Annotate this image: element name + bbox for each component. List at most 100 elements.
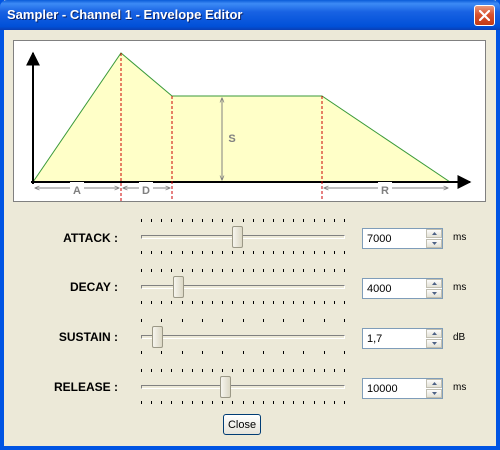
slider-tick	[141, 351, 142, 354]
slider-tick	[201, 251, 203, 254]
slider-tick	[313, 269, 315, 272]
slider-tick	[171, 269, 173, 272]
slider-tick	[323, 219, 325, 222]
attack-graph-label: A	[73, 185, 81, 197]
slider-tick	[161, 351, 163, 354]
slider-tick	[303, 351, 305, 354]
decay-input[interactable]	[363, 279, 425, 298]
decay-label: DECAY :	[69, 280, 118, 294]
release-spinbox[interactable]	[362, 378, 443, 399]
release-spin-up-button[interactable]	[426, 379, 442, 388]
attack-spin-up-button[interactable]	[426, 229, 442, 238]
slider-tick	[232, 269, 234, 272]
release-spin-down-button[interactable]	[426, 389, 442, 398]
caret-down-icon	[432, 242, 437, 245]
sustain-ticks-top	[141, 319, 345, 323]
envelope-graph[interactable]: A D R S	[13, 40, 486, 202]
attack-slider[interactable]	[141, 226, 345, 248]
slider-tick	[313, 251, 315, 254]
slider-tick	[161, 301, 163, 304]
decay-unit: ms	[453, 282, 467, 293]
slider-tick	[242, 251, 244, 254]
slider-tick	[333, 369, 335, 372]
slider-tick	[201, 369, 203, 372]
slider-tick	[181, 369, 183, 372]
close-button[interactable]: Close	[223, 414, 261, 435]
attack-spin-down-button[interactable]	[426, 239, 442, 248]
release-graph-label: R	[381, 185, 389, 197]
slider-tick	[242, 401, 244, 404]
attack-slider-thumb[interactable]	[231, 226, 243, 248]
release-label: RELEASE :	[53, 380, 118, 394]
slider-tick	[333, 251, 335, 254]
sustain-input[interactable]	[363, 329, 425, 348]
slider-tick	[191, 251, 193, 254]
slider-tick	[232, 251, 234, 254]
slider-tick	[191, 269, 193, 272]
slider-tick	[303, 319, 305, 322]
slider-tick	[191, 369, 193, 372]
decay-spin-down-button[interactable]	[426, 289, 442, 298]
slider-tick	[222, 401, 224, 404]
slider-tick	[303, 401, 305, 404]
decay-spinbox[interactable]	[362, 278, 443, 299]
attack-unit: ms	[453, 232, 467, 243]
slider-tick	[252, 301, 254, 304]
slider-tick	[181, 351, 183, 354]
slider-tick	[141, 369, 142, 372]
attack-spinbox[interactable]	[362, 228, 443, 249]
sustain-ticks-bottom	[141, 351, 345, 355]
sustain-slider[interactable]	[141, 326, 345, 348]
sustain-spin-up-button[interactable]	[426, 329, 442, 338]
slider-tick	[191, 301, 193, 304]
slider-tick	[141, 319, 142, 322]
slider-tick	[272, 269, 274, 272]
slider-tick	[323, 351, 325, 354]
sustain-slider-thumb[interactable]	[152, 326, 164, 348]
slider-tick	[181, 251, 183, 254]
attack-input[interactable]	[363, 229, 425, 248]
slider-tick	[151, 269, 153, 272]
attack-ticks-top	[141, 219, 345, 223]
slider-tick	[201, 351, 203, 354]
slider-tick	[262, 351, 264, 354]
sustain-label: SUSTAIN :	[58, 330, 118, 344]
title-bar[interactable]: Sampler - Channel 1 - Envelope Editor	[0, 0, 500, 30]
slider-tick	[151, 369, 153, 372]
caret-up-icon	[432, 332, 437, 335]
slider-tick	[252, 219, 254, 222]
slider-tick	[171, 219, 173, 222]
decay-graph-label: D	[142, 185, 150, 197]
slider-tick	[344, 251, 345, 254]
slider-tick	[283, 401, 285, 404]
sustain-spinbox[interactable]	[362, 328, 443, 349]
slider-tick	[181, 401, 183, 404]
slider-tick	[141, 269, 142, 272]
slider-tick	[333, 301, 335, 304]
slider-tick	[313, 219, 315, 222]
decay-slider-thumb[interactable]	[172, 276, 184, 298]
release-slider-thumb[interactable]	[219, 376, 231, 398]
decay-slider[interactable]	[141, 276, 345, 298]
decay-spin-up-button[interactable]	[426, 279, 442, 288]
release-input[interactable]	[363, 379, 425, 398]
release-slider[interactable]	[141, 376, 345, 398]
slider-tick	[171, 301, 173, 304]
sustain-spin-down-button[interactable]	[426, 339, 442, 348]
attack-label: ATTACK :	[63, 231, 118, 245]
slider-tick	[344, 269, 345, 272]
slider-tick	[262, 319, 264, 322]
slider-tick	[181, 319, 183, 322]
caret-up-icon	[432, 232, 437, 235]
slider-tick	[323, 369, 325, 372]
slider-tick	[333, 269, 335, 272]
slider-tick	[303, 301, 305, 304]
slider-tick	[272, 369, 274, 372]
slider-tick	[303, 369, 305, 372]
slider-tick	[303, 269, 305, 272]
window-close-button[interactable]	[474, 5, 495, 26]
slider-tick	[252, 251, 254, 254]
slider-tick	[262, 219, 264, 222]
slider-tick	[171, 369, 173, 372]
attack-ticks-bottom	[141, 251, 345, 255]
